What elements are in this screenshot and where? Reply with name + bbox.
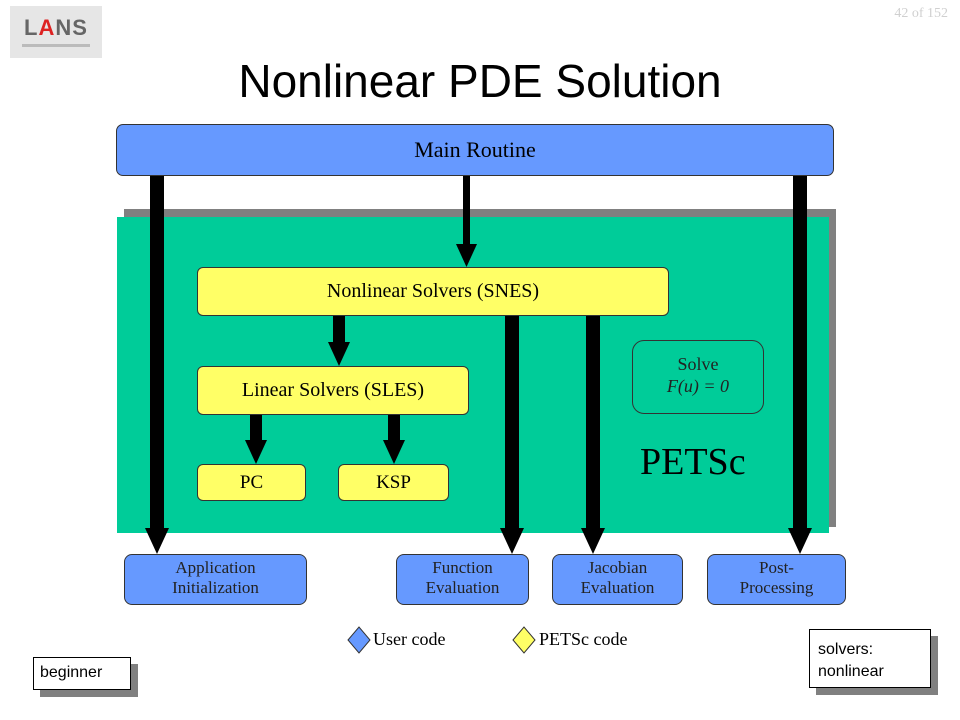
petsc-code-legend-swatch [512,626,536,654]
sles-box: Linear Solvers (SLES) [197,366,469,415]
legend-petsc-code-label: PETSc code [539,629,628,649]
logo-subtitle-bar [22,44,90,47]
arrow-main-to-app-shaft [150,176,164,530]
func-line1: Function [432,558,493,577]
solve-equation: F(u) = 0 [666,376,730,396]
legend-user-code-label: User code [373,629,446,649]
ksp-box: KSP [338,464,449,501]
solvers-tag: solvers: nonlinear [809,629,931,688]
jac-line2: Evaluation [580,578,655,597]
arrow-snes-to-jac-shaft [586,316,600,530]
beginner-tag-label: beginner [40,664,103,681]
main-routine-box: Main Routine [116,124,834,176]
arrow-sles-to-ksp-head [383,440,405,464]
petsc-label: PETSc [640,441,746,483]
post-processing-box: Post- Processing [707,554,846,605]
arrow-main-to-post-head [788,528,812,554]
snes-box: Nonlinear Solvers (SNES) [197,267,669,316]
arrow-snes-to-sles-shaft [333,316,345,344]
post-line1: Post- [759,558,794,577]
arrow-main-to-snes-head [456,244,477,267]
jac-line1: Jacobian [587,558,648,577]
arrow-snes-to-jac-head [581,528,605,554]
ksp-label: KSP [376,471,411,493]
arrow-snes-to-func-head [500,528,524,554]
solve-box: Solve F(u) = 0 [632,340,764,414]
solvers-tag-line2: nonlinear [818,663,884,680]
pc-label: PC [239,471,264,493]
application-initialization-box: Application Initialization [124,554,307,605]
arrow-main-to-snes-shaft [463,176,470,246]
lans-logo: LANS [10,6,102,58]
arrow-snes-to-func-shaft [505,316,519,530]
arrow-sles-to-ksp-shaft [388,415,400,442]
solve-line1: Solve [677,354,719,374]
beginner-tag: beginner [33,657,131,690]
snes-label: Nonlinear Solvers (SNES) [326,280,540,302]
arrow-sles-to-pc-shaft [250,415,262,442]
function-evaluation-box: Function Evaluation [396,554,529,605]
app-line2: Initialization [172,578,259,597]
app-line1: Application [175,558,256,577]
func-line2: Evaluation [425,578,500,597]
arrow-sles-to-pc-head [245,440,267,464]
user-code-legend-swatch [347,626,371,654]
sles-label: Linear Solvers (SLES) [241,379,425,401]
solvers-tag-line1: solvers: [818,641,874,658]
arrow-snes-to-sles-head [328,342,350,366]
main-routine-label: Main Routine [414,137,536,162]
post-line2: Processing [739,578,814,597]
arrow-main-to-app-head [145,528,169,554]
pc-box: PC [197,464,306,501]
arrow-main-to-post-shaft [793,176,807,530]
jacobian-evaluation-box: Jacobian Evaluation [552,554,683,605]
slide-title: Nonlinear PDE Solution [238,55,722,107]
page-number: 42 of 152 [894,6,948,21]
logo-wordmark: LANS [24,15,88,40]
